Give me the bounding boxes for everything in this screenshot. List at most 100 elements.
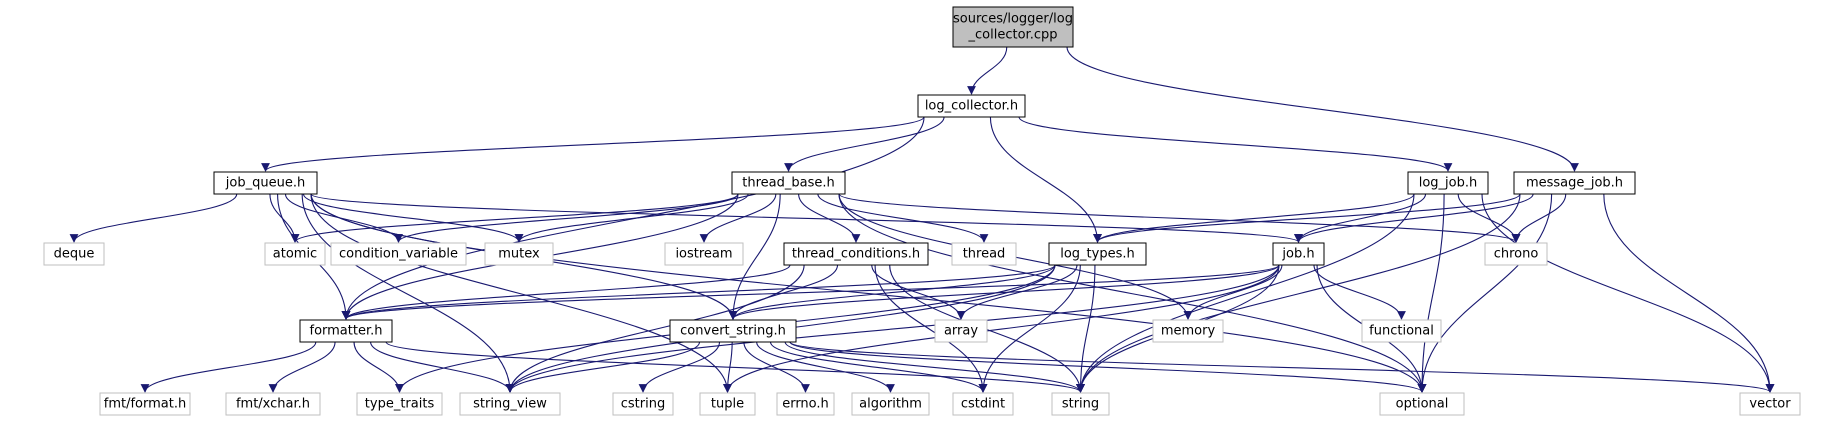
edge-log_types_h-to-convert_string_h	[728, 264, 1056, 320]
edge-convert_string_h-to-errno_h	[743, 341, 810, 393]
node-vector: vector	[1739, 392, 1801, 416]
node-job-h[interactable]: job.h	[1272, 242, 1325, 266]
node-box	[43, 242, 105, 266]
edge-formatter_h-to-string_view	[370, 341, 515, 393]
edge-thread_conditions_h-to-string_view	[505, 264, 805, 393]
edge-message_job_h-to-log_types_h	[1093, 193, 1521, 243]
node-label: memory	[1161, 324, 1216, 339]
edge-thread_base_h-to-chrono	[838, 193, 1521, 243]
edge-thread_base_h-to-convert_string_h	[728, 193, 781, 320]
edge-job_h-to-string_view	[505, 264, 1280, 393]
node-label: job_queue.h	[225, 176, 305, 191]
edge-thread_base_h-to-thread	[817, 193, 989, 243]
edge-convert_string_h-to-cstring	[638, 341, 721, 393]
node-box	[699, 392, 756, 416]
node-box	[1048, 242, 1147, 266]
node-condition-variable: condition_variable	[330, 242, 467, 266]
node-convert-string-h[interactable]: convert_string.h	[669, 319, 797, 343]
edge-convert_string_h-to-vector	[789, 341, 1775, 393]
node-label: thread_conditions.h	[792, 247, 920, 262]
node-box	[783, 242, 929, 266]
node-box	[952, 6, 1074, 48]
edge-log_collector_h-to-log_types_h	[989, 116, 1102, 243]
edge-log_job_h-to-string	[1076, 193, 1415, 393]
node-box	[951, 242, 1017, 266]
node-box	[934, 319, 988, 343]
edge-formatter_h-to-fmt_format_h	[140, 341, 317, 393]
edge-job_h-to-convert_string_h	[728, 264, 1280, 320]
edge-log_collector_h-to-log_job_h	[1018, 116, 1453, 172]
node-label: _collector.cpp	[968, 28, 1058, 43]
node-box	[1407, 171, 1489, 195]
edge-job_queue_h-to-string_view	[301, 193, 515, 393]
node-box	[1272, 242, 1325, 266]
node-errno-h: errno.h	[776, 392, 835, 416]
node-box	[1361, 319, 1442, 343]
node-label: iostream	[675, 247, 732, 262]
node-box	[1152, 319, 1224, 343]
node-log-job-h[interactable]: log_job.h	[1407, 171, 1489, 195]
node-label: thread	[963, 247, 1006, 262]
node-job-queue-h[interactable]: job_queue.h	[213, 171, 318, 195]
node-mutex: mutex	[484, 242, 554, 266]
node-label: message_job.h	[1526, 176, 1623, 191]
node-label: algorithm	[859, 397, 922, 412]
node-box	[484, 242, 554, 266]
edge-thread_base_h-to-optional	[838, 193, 1427, 393]
node-functional: functional	[1361, 319, 1442, 343]
edge-message_job_h-to-string	[1076, 193, 1521, 393]
node-box	[264, 242, 326, 266]
node-chrono: chrono	[1484, 242, 1548, 266]
node-log-collector-h[interactable]: log_collector.h	[917, 94, 1026, 118]
node-box	[356, 392, 443, 416]
edge-log_job_h-to-log_types_h	[1093, 193, 1415, 243]
node-box	[330, 242, 467, 266]
node-root[interactable]: sources/logger/log_collector.cpp	[952, 6, 1074, 48]
node-fmt-format-h: fmt/format.h	[99, 392, 191, 416]
edge-log_collector_h-to-thread_base_h	[784, 116, 945, 172]
edge-thread_base_h-to-condition_variable	[394, 193, 739, 243]
node-thread-conditions-h[interactable]: thread_conditions.h	[783, 242, 929, 266]
node-thread-base-h[interactable]: thread_base.h	[731, 171, 846, 195]
nodes-layer: sources/logger/log_collector.cpp log_coll…	[43, 6, 1801, 416]
node-message-job-h[interactable]: message_job.h	[1513, 171, 1636, 195]
node-label: thread_base.h	[742, 176, 834, 191]
edge-message_job_h-to-optional	[1417, 193, 1553, 393]
node-label: atomic	[273, 247, 317, 262]
node-box	[851, 392, 930, 416]
node-algorithm: algorithm	[851, 392, 930, 416]
edge-thread_conditions_h-to-formatter_h	[341, 264, 791, 320]
node-label: string	[1062, 397, 1099, 412]
node-label: job.h	[1281, 247, 1314, 262]
node-box	[1379, 392, 1465, 416]
node-box	[664, 242, 744, 266]
node-iostream: iostream	[664, 242, 744, 266]
edge-job_queue_h-to-mutex	[302, 193, 524, 243]
edge-job_queue_h-to-job_h	[310, 193, 1303, 243]
node-label: errno.h	[782, 397, 829, 412]
node-label: functional	[1369, 324, 1434, 339]
edge-job_h-to-memory	[1183, 264, 1283, 320]
node-box	[776, 392, 835, 416]
node-box	[612, 392, 674, 416]
node-log-types-h[interactable]: log_types.h	[1048, 242, 1147, 266]
node-label: tuple	[711, 397, 744, 412]
node-label: type_traits	[365, 397, 435, 412]
edge-job_h-to-tuple	[723, 264, 1280, 393]
node-formatter-h[interactable]: formatter.h	[299, 319, 393, 343]
node-label: condition_variable	[339, 247, 458, 262]
edge-formatter_h-to-string	[385, 341, 1085, 393]
node-label: cstring	[621, 397, 665, 412]
node-box	[1051, 392, 1110, 416]
node-box	[225, 392, 321, 416]
node-label: log_collector.h	[925, 99, 1018, 114]
node-array: array	[934, 319, 988, 343]
node-label: chrono	[1494, 247, 1539, 262]
node-label: formatter.h	[310, 324, 383, 339]
node-label: convert_string.h	[680, 324, 786, 339]
edge-convert_string_h-to-algorithm	[756, 341, 895, 393]
edge-job_queue_h-to-deque	[69, 193, 238, 243]
node-box	[213, 171, 318, 195]
edge-root-to-log_collector_h	[967, 46, 1008, 95]
